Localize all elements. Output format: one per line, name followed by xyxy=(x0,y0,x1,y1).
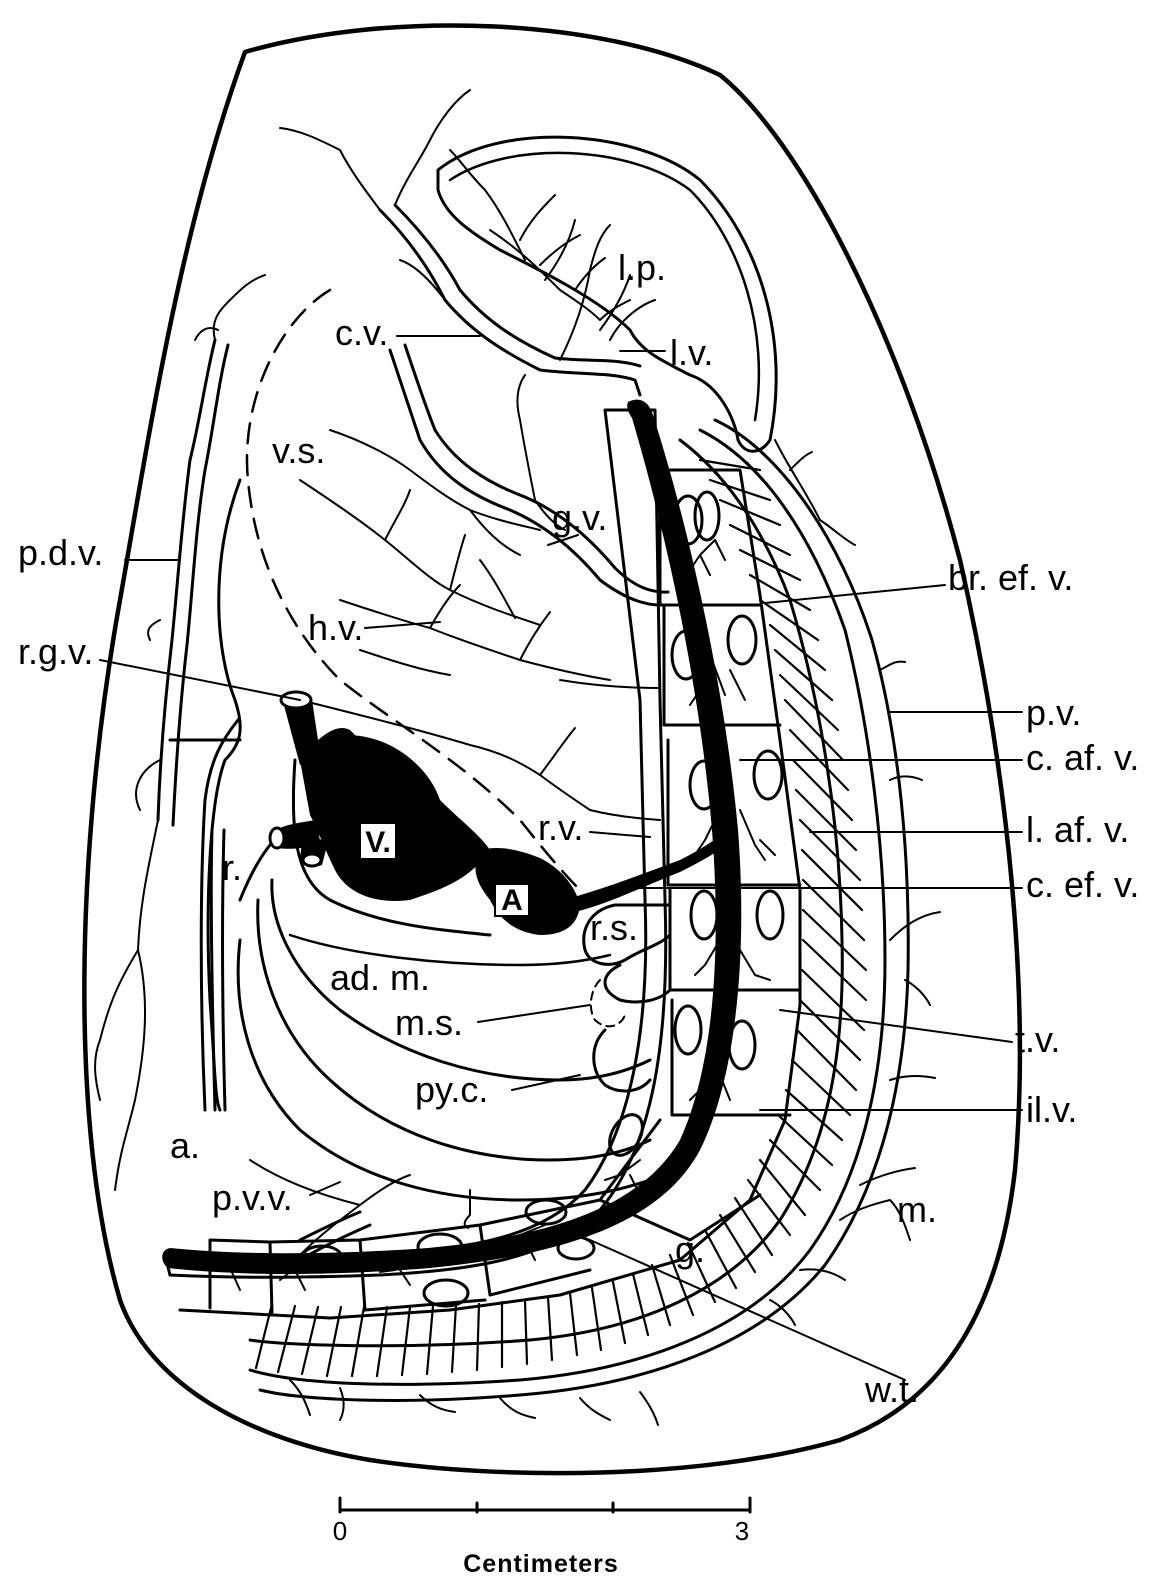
scale-end: 3 xyxy=(735,1516,749,1546)
atrium-label: A xyxy=(501,884,523,917)
label-pyc: py.c. xyxy=(415,1069,488,1110)
ms-dashed xyxy=(591,980,625,1026)
label-gv: g.v. xyxy=(552,497,607,538)
label-lp: l.p. xyxy=(618,247,666,288)
labial-palp xyxy=(438,137,776,451)
label-hv: h.v. xyxy=(308,607,363,648)
ventricle xyxy=(300,735,490,901)
label-r: r. xyxy=(222,847,242,888)
atrium-connector xyxy=(570,832,730,912)
label-tv: t.v. xyxy=(1015,1019,1060,1060)
scale-bar-line xyxy=(340,1498,750,1512)
scale-unit: Centimeters xyxy=(463,1550,619,1578)
scale-start: 0 xyxy=(333,1516,347,1546)
ventricle-label: V. xyxy=(365,826,391,859)
pdv-vessel xyxy=(158,340,215,820)
r-vessel xyxy=(240,845,270,900)
label-pvv: p.v.v. xyxy=(212,1177,293,1218)
label-cv: c.v. xyxy=(335,312,388,353)
pyc-outline xyxy=(594,1030,650,1091)
label-adm: ad. m. xyxy=(330,957,430,998)
hv-branches xyxy=(340,560,660,688)
cv-vessel-2 xyxy=(395,205,640,366)
label-pv: p.v. xyxy=(1026,692,1081,733)
label-g: g. xyxy=(675,1229,705,1270)
label-cafv: c. af. v. xyxy=(1026,737,1139,778)
label-vs: v.s. xyxy=(272,430,325,471)
label-wt: w.t. xyxy=(864,1369,919,1410)
label-lv: l.v. xyxy=(670,332,713,373)
label-pdv: p.d.v. xyxy=(18,532,103,573)
label-brefv: br. ef. v. xyxy=(948,557,1073,598)
label-ms: m.s. xyxy=(395,1002,463,1043)
label-rv: r.v. xyxy=(538,807,583,848)
label-rgv: r.g.v. xyxy=(18,631,93,672)
vs-branches xyxy=(300,375,565,625)
label-rs: r.s. xyxy=(590,907,638,948)
renal-sac-lower xyxy=(605,965,670,1002)
gv-vessel-2 xyxy=(405,345,668,592)
scale-bar: 0 3 Centimeters xyxy=(333,1498,750,1578)
gv-vessel xyxy=(390,350,660,605)
label-a: a. xyxy=(170,1125,200,1166)
label-m: m. xyxy=(897,1189,937,1230)
label-lafv: l. af. v. xyxy=(1026,809,1129,850)
label-ilv: il.v. xyxy=(1026,1089,1077,1130)
label-cefv: c. ef. v. xyxy=(1026,864,1139,905)
